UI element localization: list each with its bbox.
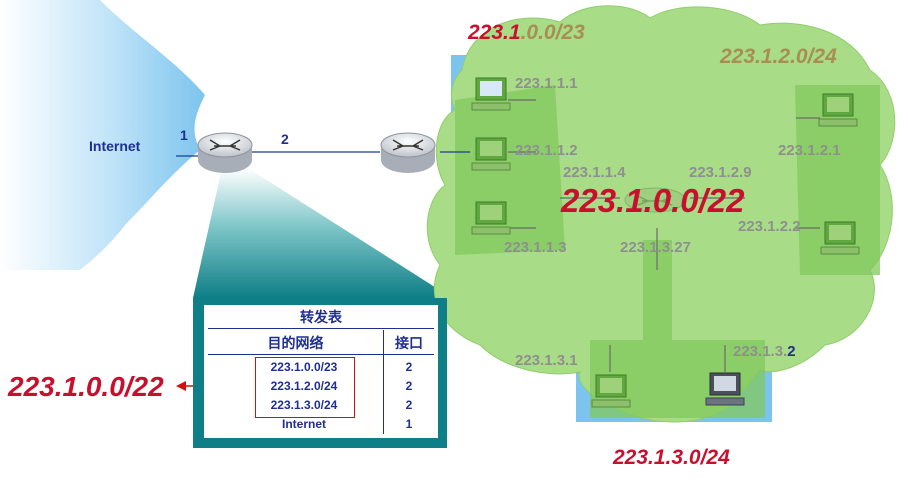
address-h7-suffix: 2: [787, 343, 796, 360]
computer-icon-h5: [820, 221, 860, 255]
router-central-icon: [624, 187, 686, 213]
computer-icon-h6: [591, 374, 631, 408]
address-r1: 223.1.1.4: [563, 164, 626, 181]
subnet-label-top-right: 223.1.2.0/24: [720, 45, 837, 68]
column-header-interface: 接口: [395, 335, 423, 351]
subnet-suffix-olive: .0.0/23: [520, 21, 585, 44]
table-row-dest: Internet: [281, 417, 326, 431]
address-h7-prefix: 223.1.3.: [733, 343, 788, 360]
table-row-iface: 2: [405, 360, 413, 374]
aggregated-rows-highlight: [255, 357, 355, 418]
table-row-dest: 223.1.3.0/24: [270, 398, 338, 412]
subnet-links: [508, 99, 820, 372]
forwarding-table-title: 转发表: [300, 309, 342, 325]
address-h2: 223.1.1.2: [515, 142, 578, 159]
table-row-iface: 2: [405, 379, 413, 393]
port-1-label: 1: [180, 127, 188, 143]
table-row-dest: 223.1.2.0/24: [270, 379, 338, 393]
address-h3: 223.1.1.3: [504, 239, 567, 256]
links: [176, 151, 470, 157]
subnet-label-bottom: 223.1.3.0/24: [613, 446, 730, 469]
address-r2: 223.1.2.9: [689, 164, 752, 181]
internet-cloud: [0, 0, 205, 270]
aggregate-callout: 223.1.0.0/22: [8, 371, 164, 402]
computer-icon-h1: [471, 77, 511, 111]
router-to-table-beam: [193, 168, 452, 298]
address-h5: 223.1.2.2: [738, 218, 801, 235]
address-r3: 223.1.3.27: [620, 239, 691, 256]
router-isp-icon: [380, 132, 436, 173]
table-rule-header: [208, 354, 434, 355]
forwarding-table: [204, 305, 438, 438]
table-row-dest: 223.1.0.0/23: [270, 360, 338, 374]
table-row-iface: 2: [405, 398, 413, 412]
column-header-destination: 目的网络: [267, 335, 324, 351]
table-column-divider: [383, 330, 384, 434]
subnet-label-top-left: 223.1.0.0/23: [468, 21, 585, 45]
computer-icon-h7: [705, 372, 745, 406]
router-edge-icon: [197, 132, 253, 173]
address-h1: 223.1.1.1: [515, 75, 578, 92]
computer-icon-h3: [471, 201, 511, 235]
computer-icon-h2: [471, 137, 511, 171]
table-rule-top: [208, 328, 434, 329]
subnet-prefix-red: 223.1: [468, 21, 521, 44]
aggregate-label: 223.1.0.0/22: [561, 182, 745, 219]
port-2-label: 2: [281, 131, 289, 147]
address-h6: 223.1.3.1: [515, 352, 578, 369]
address-h7: 223.1.3.2: [733, 343, 796, 360]
internet-label: Internet: [89, 138, 141, 154]
address-h4: 223.1.2.1: [778, 142, 841, 159]
computer-icon-h4: [818, 93, 858, 127]
table-row-iface: 1: [405, 417, 413, 431]
